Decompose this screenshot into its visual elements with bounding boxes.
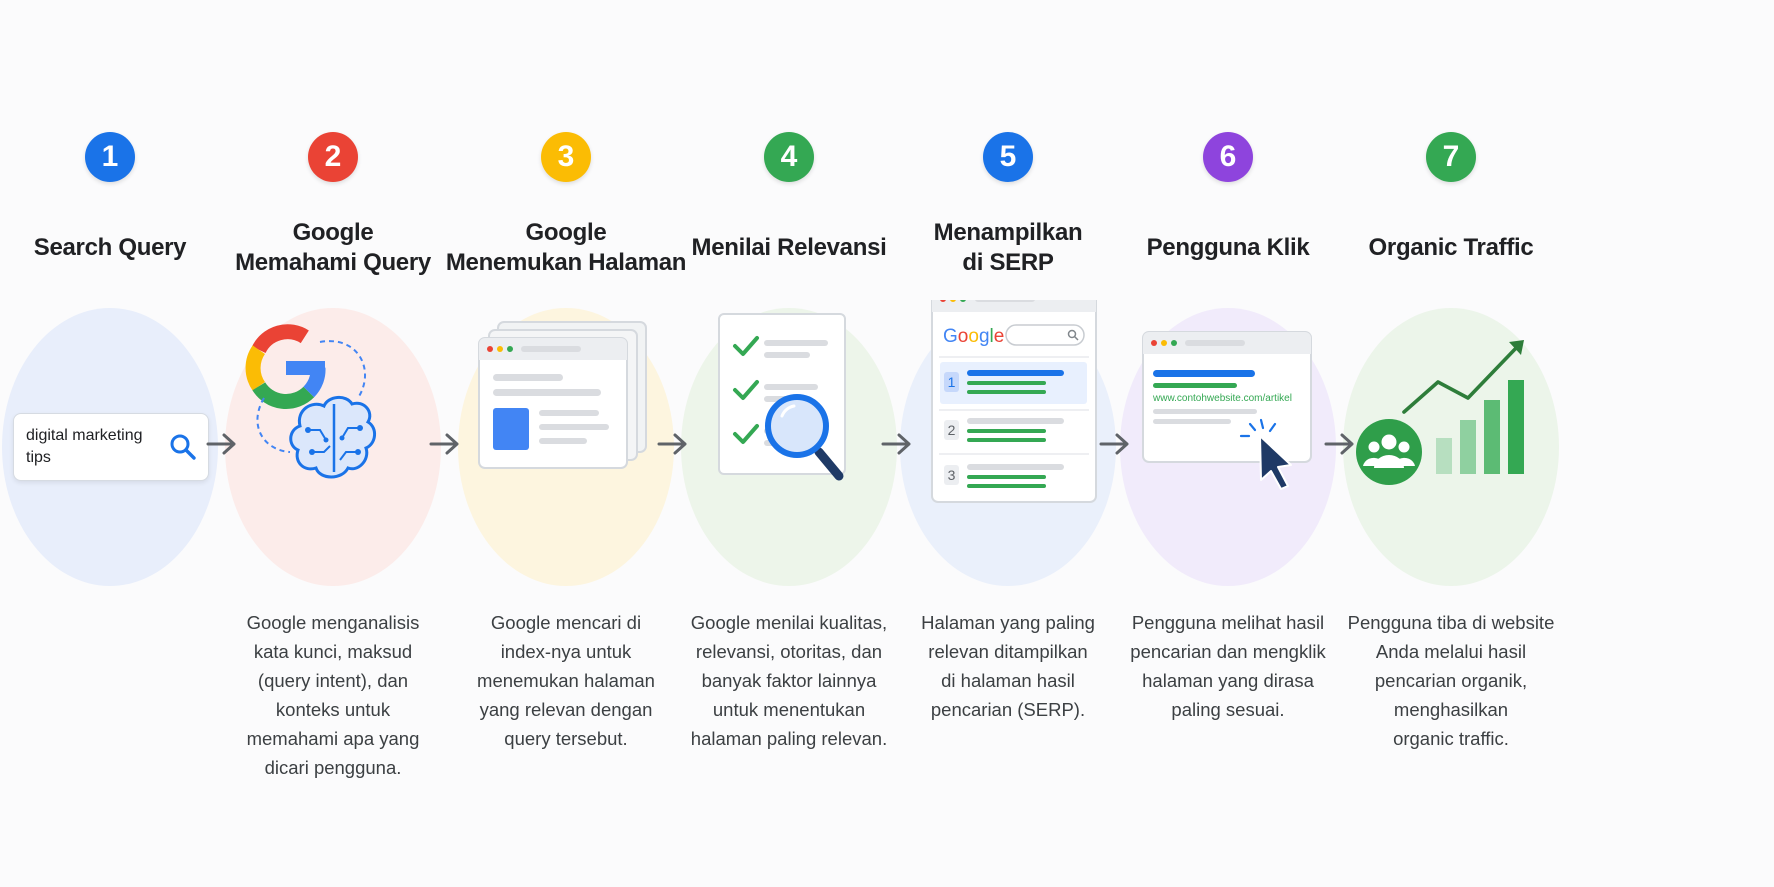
step-1: 1 Search Query digital marketing tips xyxy=(0,0,235,887)
search-icon xyxy=(1067,329,1079,341)
arrow-right-icon xyxy=(1099,433,1129,455)
step-description: Google menganalisis kata kunci, maksud (… xyxy=(246,612,420,778)
step-number-badge: 6 xyxy=(1203,132,1253,182)
google-logo-text: Google xyxy=(943,326,1004,347)
indexed-pages-illustration xyxy=(478,321,647,469)
search-icon xyxy=(170,434,196,460)
google-brain-illustration xyxy=(245,324,376,479)
magnifier-icon xyxy=(765,394,844,481)
browser-window xyxy=(1142,331,1312,463)
step-title: Google Memahami Query xyxy=(235,219,431,276)
relevance-check-illustration xyxy=(718,313,846,481)
step-number-badge: 7 xyxy=(1426,132,1476,182)
step-title: Pengguna Klik xyxy=(1146,234,1310,261)
step-title: Menilai Relevansi xyxy=(691,234,887,261)
step-7: 7 Organic Traffic xyxy=(1326,0,1576,887)
bar-chart-icon xyxy=(1436,380,1524,474)
step-title: Google Menemukan Halaman xyxy=(445,219,687,276)
step-description: Halaman yang paling relevan ditampilkan … xyxy=(921,612,1095,720)
step-3: 3 Google Menemukan Halaman Google mencar… xyxy=(441,0,691,887)
step-number-badge: 5 xyxy=(983,132,1033,182)
step-6: 6 Pengguna Klik www.contohwebsite.com/ar… xyxy=(1103,0,1353,887)
serp-illustration: Google 1 2 3 xyxy=(931,300,1097,503)
step-title: Menampilkan di SERP xyxy=(933,219,1083,276)
step-5: 5 Menampilkan di SERP Google 1 2 xyxy=(883,0,1133,887)
step-4: 4 Menilai Relevansi Google menilai kuali… xyxy=(664,0,914,887)
arrow-right-icon xyxy=(881,433,911,455)
arrow-right-icon xyxy=(429,433,459,455)
connector-dashes xyxy=(319,340,367,399)
step-title: Organic Traffic xyxy=(1368,234,1534,261)
step-description: Pengguna tiba di website Anda melalui ha… xyxy=(1347,612,1555,749)
arrow-right-icon xyxy=(657,433,687,455)
checkmark-icon xyxy=(733,424,759,444)
brain-icon xyxy=(289,396,376,479)
connector-dashes xyxy=(256,397,291,453)
arrow-right-icon xyxy=(206,433,236,455)
step-title: Search Query xyxy=(33,234,187,261)
serp-rank-2: 2 xyxy=(948,422,956,438)
step-2: 2 Google Memahami Query xyxy=(208,0,458,887)
step-description: Pengguna melihat hasil pencarian dan men… xyxy=(1130,612,1326,720)
result-url: www.contohwebsite.com/artikel xyxy=(1152,393,1292,404)
checkmark-icon xyxy=(733,380,759,400)
search-query-text: digital marketing tips xyxy=(26,427,143,466)
click-burst xyxy=(1239,418,1277,438)
serp-rank-3: 3 xyxy=(948,467,956,483)
google-g-logo xyxy=(245,324,326,409)
organic-traffic-illustration xyxy=(1356,340,1524,485)
step-description: Google menilai kualitas, relevansi, otor… xyxy=(690,612,888,749)
step-number-badge: 1 xyxy=(85,132,135,182)
serp-rank-1: 1 xyxy=(948,374,956,390)
trend-arrow-icon xyxy=(1402,340,1524,414)
step-number-badge: 3 xyxy=(541,132,591,182)
step-number-badge: 2 xyxy=(308,132,358,182)
user-click-illustration: www.contohwebsite.com/artikel xyxy=(1142,331,1312,490)
serp-search-box xyxy=(1005,324,1085,346)
checkmark-icon xyxy=(733,336,759,356)
cursor-icon xyxy=(1259,435,1292,490)
step-number-badge: 4 xyxy=(764,132,814,182)
step-description: Google mencari di index-nya untuk menemu… xyxy=(477,612,655,749)
search-box: digital marketing tips xyxy=(13,413,209,481)
arrow-right-icon xyxy=(1324,433,1354,455)
users-icon xyxy=(1356,419,1422,485)
browser-window xyxy=(478,337,628,469)
